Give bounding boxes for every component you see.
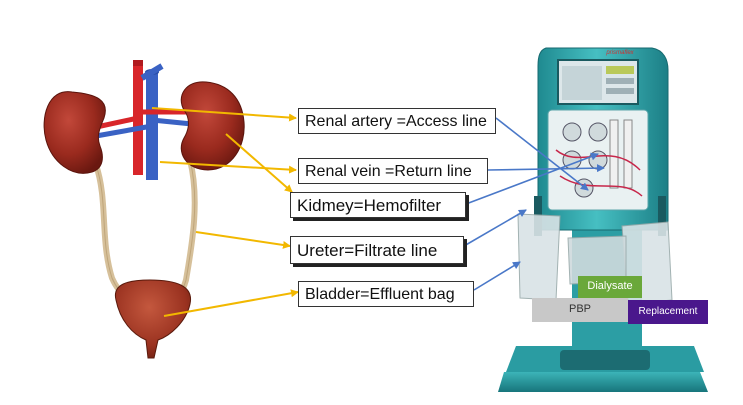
arrow-artery <box>151 107 297 122</box>
yellow-arrows <box>151 107 299 317</box>
arrow-kidney <box>225 133 293 193</box>
right-renal-vein <box>151 117 193 127</box>
blue-arrow-kidney <box>465 152 599 205</box>
right-kidney <box>180 81 245 171</box>
blue-arrows <box>463 117 605 291</box>
blue-arrow-ureter <box>463 209 527 247</box>
blue-arrow-artery <box>495 117 589 191</box>
left-renal-vein <box>95 123 153 139</box>
aortic-arch-stub <box>140 63 164 81</box>
label-ureter: Ureter=Filtrate line <box>290 236 464 264</box>
machine-base <box>498 372 708 392</box>
blue-arrow-bladder <box>473 261 521 291</box>
label-kidney: Kidmey=Hemofilter <box>290 192 466 218</box>
crrt-machine-illustration <box>498 47 708 392</box>
tag-pbp: PBP <box>532 298 628 322</box>
left-kidney <box>43 91 106 174</box>
arrow-bladder <box>163 289 299 317</box>
arrow-vein <box>159 161 297 174</box>
machine-logo: prismaflex <box>606 50 634 56</box>
arrow-ureter <box>195 231 291 249</box>
label-renal-vein: Renal vein =Return line <box>298 158 488 184</box>
urinary-system-illustration <box>43 60 245 359</box>
tag-replacement: Replacement <box>628 300 708 324</box>
blue-arrow-vein <box>487 164 605 173</box>
label-bladder: Bladder=Effluent bag <box>298 281 474 307</box>
bladder <box>114 279 191 359</box>
effluent-bag <box>517 213 561 301</box>
label-renal-artery: Renal artery =Access line <box>298 108 496 134</box>
tag-dialysate: Dialysate <box>578 276 642 298</box>
